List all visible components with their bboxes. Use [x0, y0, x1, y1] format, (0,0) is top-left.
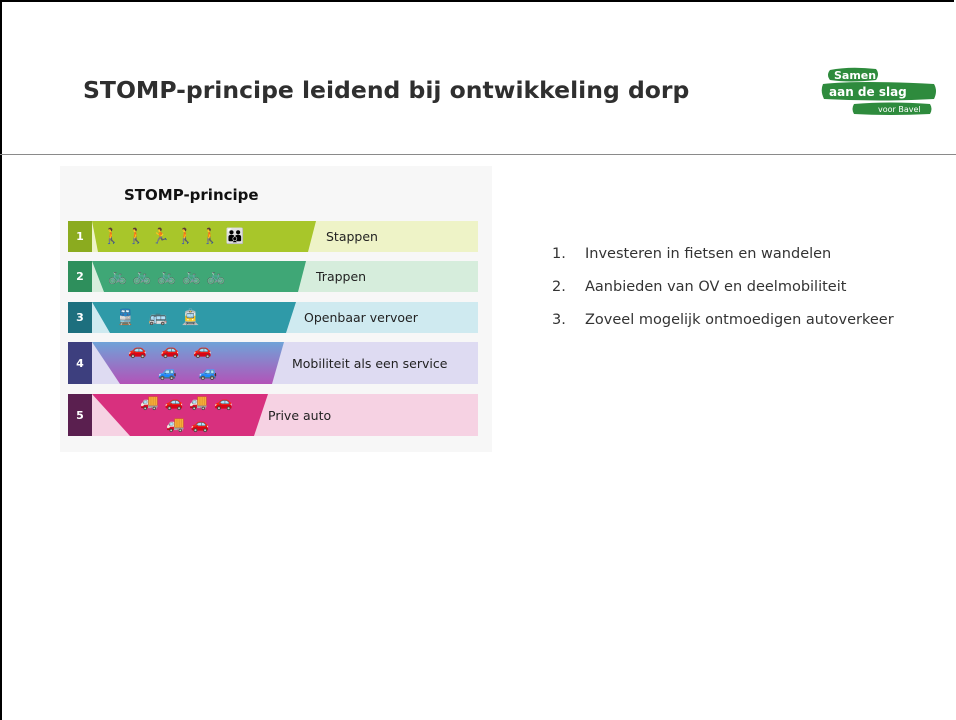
- level-number: 5: [68, 394, 92, 436]
- title-divider: [0, 154, 956, 155]
- shared-car-icon: 🚗: [128, 340, 147, 359]
- van-icon: 🚚: [140, 392, 159, 411]
- level-icons: 🚚 🚗 🚚 🚗: [140, 390, 233, 414]
- car-icon: 🚗: [164, 392, 184, 411]
- bicycle-icon: 🚲: [132, 267, 152, 285]
- person-with-stroller-icon: 🚶: [126, 227, 146, 245]
- bicycle-icon: 🚲: [108, 267, 127, 285]
- e-bike-icon: 🚲: [206, 267, 226, 285]
- list-item-text: Zoveel mogelijk ontmoedigen autoverkeer: [585, 312, 894, 328]
- level-icons: 🚲 🚲 🚲 🚲 🚲: [108, 261, 225, 292]
- level-label: Stappen: [326, 229, 378, 244]
- level-trapezoid: [92, 302, 296, 333]
- person-with-dog-icon: 🚶: [200, 227, 220, 245]
- level-trapezoid: [92, 394, 268, 436]
- level-label: Openbaar vervoer: [304, 310, 418, 325]
- bus-icon: 🚌: [148, 308, 168, 326]
- logo-line2: aan de slag: [829, 85, 907, 99]
- level-icons-lower: 🚙 🚙: [158, 360, 217, 384]
- samen-aan-de-slag-logo: Samen aan de slag voor Bavel: [820, 64, 940, 124]
- stomp-figure: STOMP-principe 1 🚶 🚶 🏃 🚶 🚶 👪 Stappen 2 🚲…: [60, 166, 492, 452]
- stomp-level-4: 4 🚗 🚗 🚗 🚙 🚙 Mobiliteit als een service: [68, 342, 478, 384]
- logo-line3: voor Bavel: [878, 105, 921, 114]
- list-item-text: Investeren in fietsen en wandelen: [585, 246, 832, 262]
- cargo-bike-icon: 🚲: [157, 267, 177, 285]
- tram-icon: 🚊: [181, 308, 201, 326]
- walking-person-icon: 🚶: [176, 227, 195, 245]
- walking-person-icon: 🚶: [102, 227, 121, 245]
- train-icon: 🚆: [116, 308, 135, 326]
- figure-title: STOMP-principe: [124, 186, 259, 204]
- stomp-level-2: 2 🚲 🚲 🚲 🚲 🚲 Trappen: [68, 261, 478, 292]
- tandem-bicycle-icon: 🚲: [182, 267, 201, 285]
- car-icon: 🚗: [214, 392, 233, 411]
- shared-car-icon: 🚗: [160, 340, 180, 359]
- van-icon: 🚚: [166, 414, 185, 433]
- adult-and-child-icon: 👪: [225, 227, 245, 245]
- slide-title: STOMP-principe leidend bij ontwikkeling …: [83, 76, 690, 104]
- level-number: 3: [68, 302, 92, 333]
- level-trapezoid: [92, 342, 284, 384]
- car-icon: 🚗: [190, 414, 210, 433]
- numbered-list: 1. Investeren in fietsen en wandelen 2. Aa…: [552, 246, 894, 345]
- stomp-level-3: 3 🚆 🚌 🚊 Openbaar vervoer: [68, 302, 478, 333]
- list-item-number: 1.: [552, 246, 566, 262]
- level-icons-lower: 🚚 🚗: [166, 412, 209, 436]
- list-item-text: Aanbieden van OV en deelmobiliteit: [585, 279, 847, 295]
- stomp-level-5: 5 🚚 🚗 🚚 🚗 🚚 🚗 Prive auto: [68, 394, 478, 436]
- logo-line1: Samen: [834, 69, 876, 82]
- level-number: 1: [68, 221, 92, 252]
- level-icons: 🚗 🚗 🚗: [128, 338, 212, 362]
- stomp-level-1: 1 🚶 🚶 🏃 🚶 🚶 👪 Stappen: [68, 221, 478, 252]
- level-label: Trappen: [316, 269, 367, 284]
- level-trapezoid: [92, 261, 306, 292]
- van-icon: 🚚: [189, 392, 209, 411]
- level-trapezoid: [92, 221, 316, 252]
- car-icon: 🚙: [198, 362, 218, 381]
- level-icons: 🚶 🚶 🏃 🚶 🚶 👪: [102, 221, 244, 252]
- list-item: 3. Zoveel mogelijk ontmoedigen autoverkee…: [552, 312, 894, 328]
- level-icons: 🚆 🚌 🚊: [116, 302, 200, 333]
- list-item: 2. Aanbieden van OV en deelmobiliteit: [552, 279, 894, 295]
- list-item-number: 2.: [552, 279, 566, 295]
- list-item-number: 3.: [552, 312, 566, 328]
- level-label: Prive auto: [268, 407, 332, 423]
- list-item: 1. Investeren in fietsen en wandelen: [552, 246, 894, 262]
- shared-car-icon: 🚗: [193, 340, 213, 359]
- level-number: 2: [68, 261, 92, 292]
- running-person-icon: 🏃: [151, 227, 171, 245]
- level-number: 4: [68, 342, 92, 384]
- level-label: Mobiliteit als een service: [292, 355, 448, 371]
- car-icon: 🚙: [158, 362, 177, 381]
